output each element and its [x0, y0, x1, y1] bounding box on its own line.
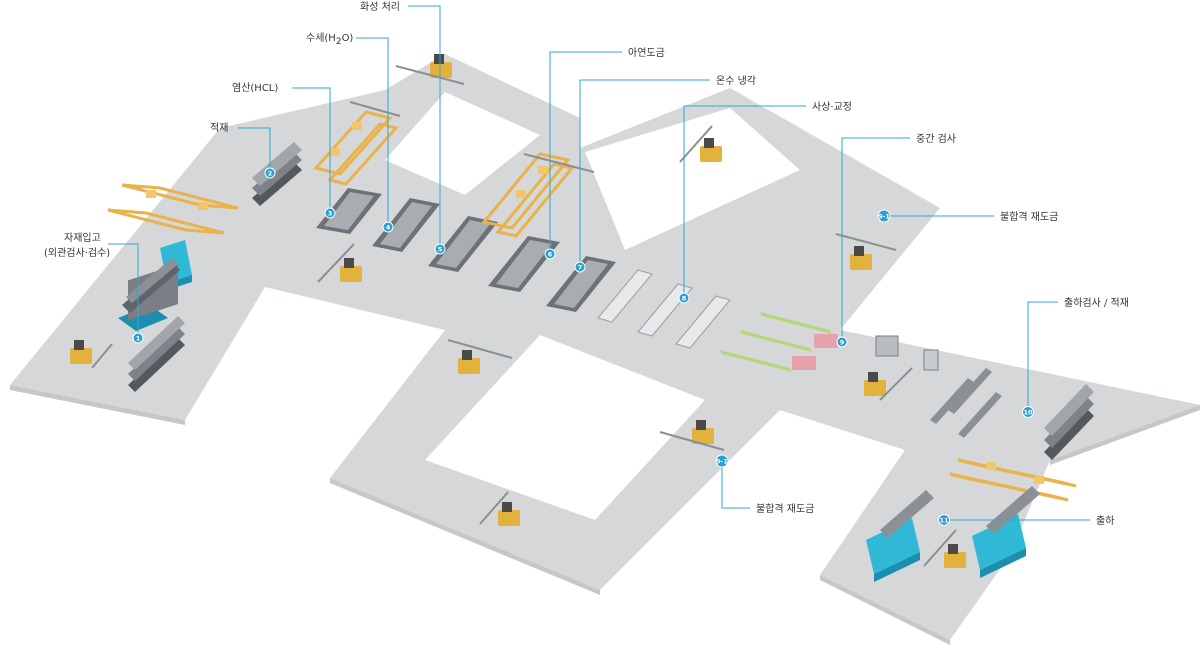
step-number: 6	[548, 251, 553, 259]
floor-edge	[330, 478, 600, 595]
factory-floor	[10, 54, 1200, 645]
pipe-bar	[879, 367, 913, 401]
step-badge-4: 4	[382, 221, 394, 233]
tank-icon	[372, 198, 440, 252]
forklift-icon	[692, 420, 714, 444]
forklift-icon	[498, 502, 520, 526]
forklift-icon	[700, 138, 722, 162]
label-recoat-lower: 불합격 재도금	[756, 502, 814, 515]
forklift-icon	[70, 340, 113, 369]
crane-icon	[313, 110, 399, 186]
pipe-bar	[317, 243, 355, 283]
inspection-machine	[875, 335, 939, 371]
step-number: 9	[840, 339, 845, 347]
label-shipping: 출하	[1096, 514, 1114, 527]
forklift-icon	[944, 544, 966, 568]
tank-icon	[546, 256, 616, 312]
step-badge-8: 8	[678, 292, 690, 304]
step-number: 11	[939, 517, 949, 525]
pipe-bar	[447, 339, 513, 359]
step-badge-11: 11	[938, 514, 950, 526]
step-badge-10: 10	[1022, 406, 1034, 418]
pipe-stack-icon	[122, 258, 180, 313]
step-number: 4	[386, 224, 391, 232]
step-badge-9-1-lower: 9-1	[715, 454, 729, 468]
step-badge-2: 2	[264, 167, 276, 179]
forklift-icon	[430, 54, 452, 78]
step-badge-7: 7	[574, 261, 586, 273]
step-badge-5: 5	[434, 243, 446, 255]
label-material-receiving: 자재입고	[64, 231, 101, 244]
process-labels: 자재입고 (외관검사·검수) 적재 염산(HCL) 수세(H2O) 화성 처리 …	[44, 1, 1129, 527]
tank-icon	[428, 216, 498, 272]
tank-icon	[488, 236, 560, 292]
crane-icon	[949, 458, 1077, 502]
step-number: 9-1	[716, 458, 728, 466]
label-water-rinse-part: O)	[342, 33, 354, 44]
forklift-icon	[864, 372, 886, 396]
step-number: 10	[1023, 409, 1033, 417]
truck-icon	[866, 490, 934, 582]
label-stacking: 적재	[210, 122, 228, 134]
label-recoat-upper: 불합격 재도금	[1000, 210, 1058, 223]
step-number: 5	[438, 246, 443, 254]
label-shipping-inspection: 출하검사 / 적재	[1064, 296, 1129, 309]
pipe-bar	[395, 65, 465, 85]
label-zinc-coating: 아연도금	[628, 47, 665, 59]
pipe-bar	[523, 153, 595, 173]
leader-lines	[108, 5, 1090, 521]
step-badge-9: 9	[836, 336, 848, 348]
step-number: 8	[682, 295, 687, 303]
forklift-icon	[458, 350, 480, 374]
forklift-icon	[850, 246, 872, 270]
pipe-bar	[659, 431, 725, 451]
floor-edge	[1050, 405, 1200, 465]
inspection-line	[720, 312, 838, 372]
pipe-stack-icon	[252, 142, 302, 206]
pipe-bar	[923, 529, 957, 567]
label-material-receiving-sub: (외관검사·검수)	[44, 247, 110, 259]
crane-icon	[481, 152, 575, 238]
pipe-bar	[349, 101, 401, 117]
floor-slab	[10, 54, 1200, 640]
pipe-bar	[479, 491, 509, 525]
pipe-bar	[835, 233, 897, 251]
floor-edge	[10, 385, 185, 425]
pipe-bar	[679, 125, 713, 163]
forklift-icon	[340, 258, 362, 282]
pipe-stack-icon	[128, 316, 185, 392]
step-badge-3: 3	[324, 207, 336, 219]
label-hcl: 염산(HCL)	[232, 82, 278, 94]
label-water-rinse: 수세(H2O)	[306, 32, 353, 47]
step-badge-1: 1	[132, 332, 144, 344]
step-badge-6: 6	[544, 248, 556, 260]
step-number: 2	[268, 170, 273, 178]
step-badge-9-1-upper: 9-1	[877, 209, 891, 223]
step-number: 1	[136, 335, 141, 343]
label-chemical-treatment: 화성 처리	[360, 1, 400, 13]
step-number: 7	[578, 264, 583, 272]
step-number: 3	[328, 210, 333, 218]
tank-icon	[316, 188, 382, 234]
pipe-stack-icon	[597, 269, 731, 349]
crane-icon	[107, 183, 239, 235]
pipe-stack-icon	[930, 368, 1094, 460]
label-mid-inspection: 중간 검사	[916, 133, 956, 145]
label-finishing: 사상·교정	[812, 101, 852, 113]
step-number: 9-1	[878, 213, 890, 221]
label-water-rinse-sub: 2	[336, 37, 342, 47]
label-water-rinse-part: 수세(H	[306, 32, 336, 44]
truck-icon	[972, 486, 1040, 578]
label-hot-water-cooling: 온수 냉각	[716, 75, 756, 87]
floor-edge	[820, 575, 950, 645]
